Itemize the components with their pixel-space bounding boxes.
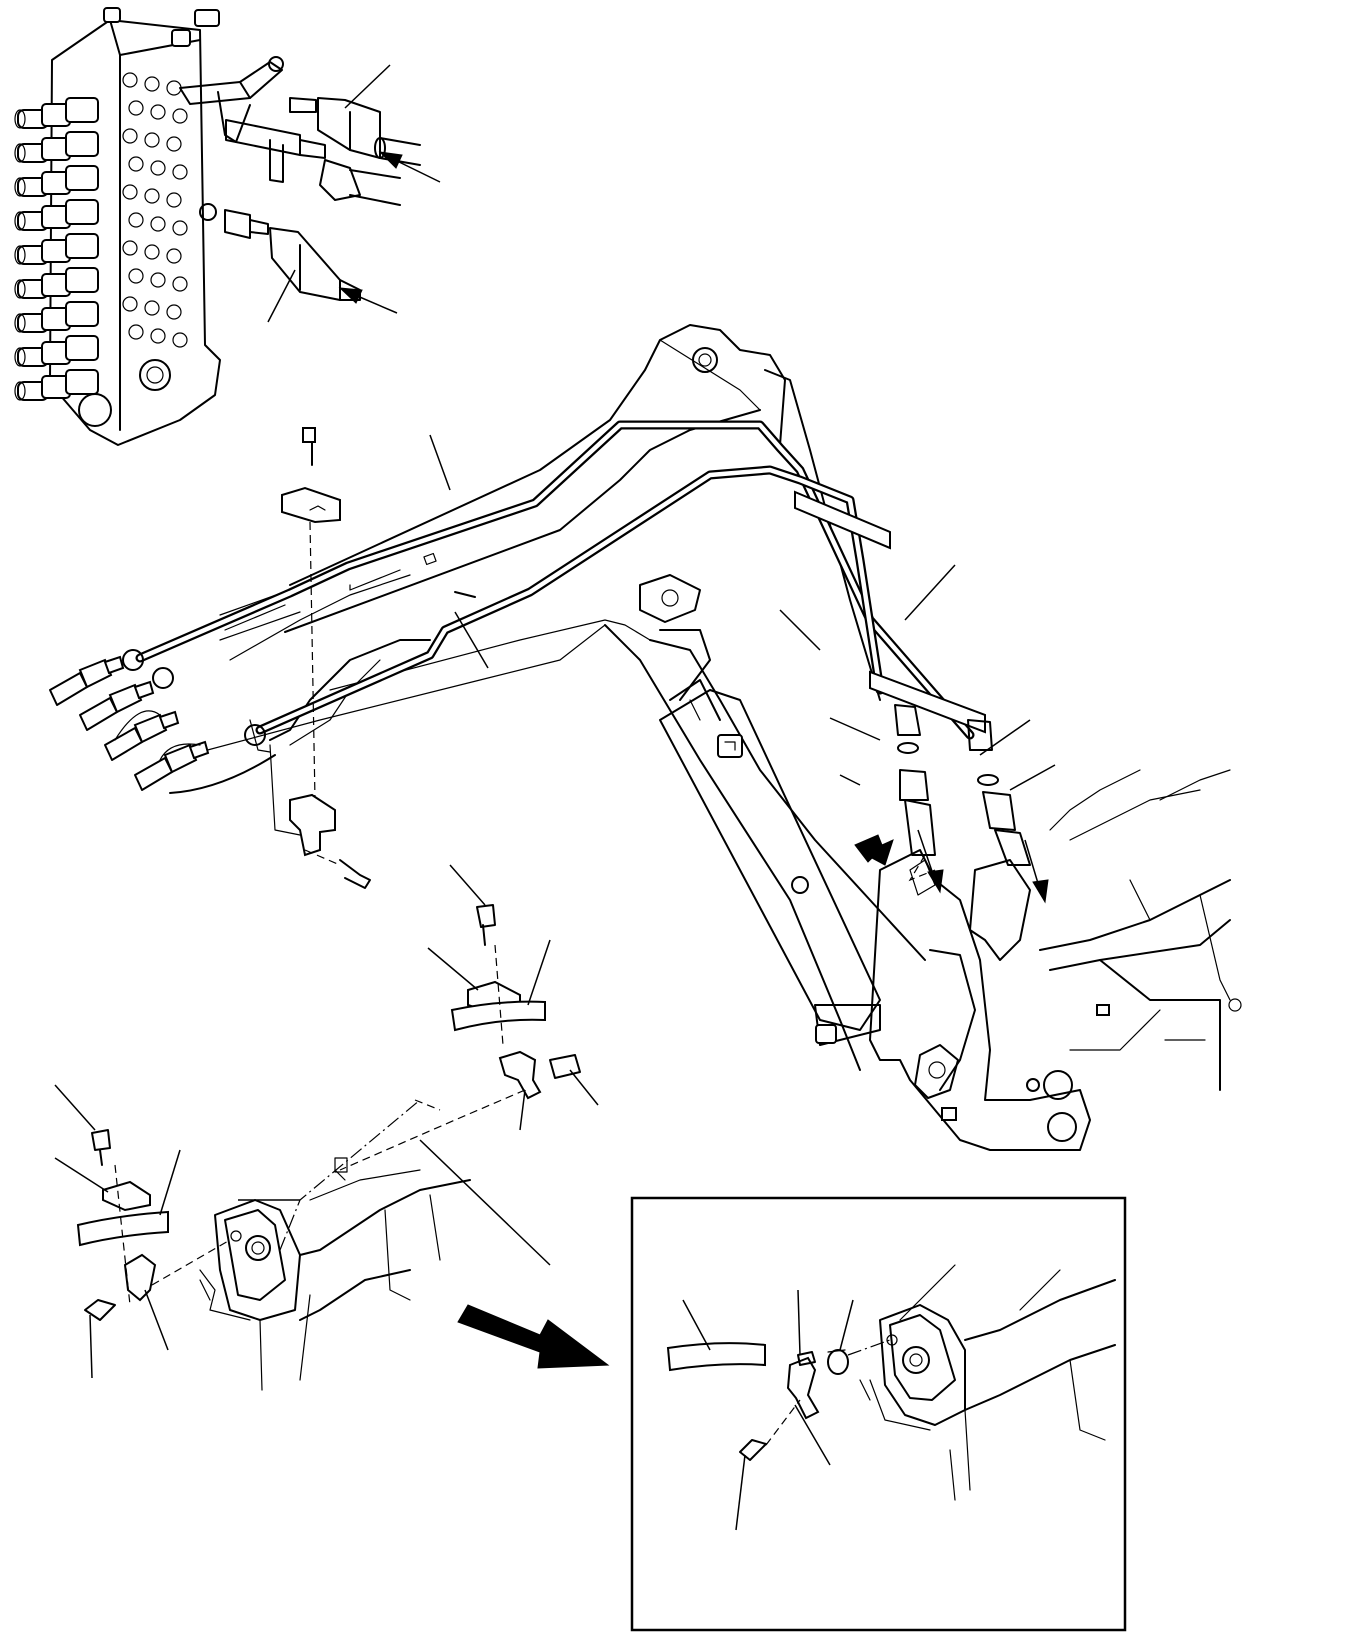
leader-line <box>1009 764 1056 791</box>
port-icon <box>122 296 138 312</box>
port-icon <box>166 304 182 320</box>
port-icon <box>122 184 138 200</box>
leader-line <box>427 947 479 991</box>
port-icon <box>172 220 188 236</box>
leader-line <box>979 719 1031 756</box>
port-icon <box>150 272 166 288</box>
port-icon <box>128 100 144 116</box>
arrow-icons <box>338 151 1049 1369</box>
hose-ends-icon <box>49 649 276 794</box>
spool-icon <box>14 199 99 231</box>
port-icon <box>172 276 188 292</box>
leader-line <box>54 1084 96 1131</box>
hose-fitting-icon <box>79 680 155 731</box>
leader-line <box>797 1289 801 1356</box>
port-icon <box>122 128 138 144</box>
spool-icon <box>14 267 99 299</box>
valve-fittings <box>179 56 421 301</box>
leader-line <box>829 717 881 741</box>
leader-line <box>449 864 486 906</box>
lower-clamp-icon <box>76 1129 231 1321</box>
leader-line <box>429 434 451 491</box>
leader-line <box>527 939 551 1006</box>
lower-bracket-icon <box>199 1099 471 1391</box>
port-icon <box>166 192 182 208</box>
port-icon <box>128 268 144 284</box>
leader-line <box>682 1299 711 1351</box>
hose-fitting-icon <box>134 740 210 791</box>
spool-icon <box>14 165 99 197</box>
hose-connection-icon <box>894 704 1031 896</box>
leader-line <box>735 1454 746 1531</box>
hose-fitting-icon <box>49 655 125 706</box>
port-icon <box>144 300 160 316</box>
port-icon <box>144 244 160 260</box>
port-icon <box>172 108 188 124</box>
leader-line <box>54 1157 109 1193</box>
control-valve-icon <box>14 7 221 446</box>
hose-fitting-icon <box>104 710 180 761</box>
leader-line <box>159 1149 181 1216</box>
port-icon <box>128 156 144 172</box>
frame-icon <box>869 769 1242 1151</box>
port-icon <box>166 80 182 96</box>
port-icon <box>172 164 188 180</box>
spool-icon <box>14 97 99 129</box>
leader-line <box>839 1299 854 1351</box>
upper-clamp-icon <box>269 427 371 889</box>
spool-icon <box>14 369 99 401</box>
port-icon <box>122 240 138 256</box>
leader-line <box>144 1289 169 1351</box>
leader-line <box>569 1069 599 1106</box>
leader-line <box>519 1089 526 1131</box>
port-icon <box>144 188 160 204</box>
leader-line <box>794 1404 831 1466</box>
port-icon <box>166 136 182 152</box>
port-icon <box>144 132 160 148</box>
spool-icon <box>14 301 99 333</box>
port-icon <box>128 212 144 228</box>
spool-icon <box>14 335 99 367</box>
port-icon <box>144 76 160 92</box>
leader-line <box>344 64 391 109</box>
detail-frame-icon <box>630 1196 1127 1632</box>
spool-icon <box>14 233 99 265</box>
mid-clamp-icon <box>334 904 581 1181</box>
boom-outline <box>169 324 881 761</box>
port-icon <box>150 104 166 120</box>
port-icon <box>150 160 166 176</box>
boom-pipe-icon <box>135 420 986 740</box>
port-icon <box>150 216 166 232</box>
leader-line <box>267 269 296 323</box>
spool-icon <box>14 131 99 163</box>
leader-line <box>904 564 956 621</box>
port-icon <box>128 324 144 340</box>
leader-line <box>89 1314 93 1379</box>
port-icon <box>172 332 188 348</box>
leader-line <box>839 774 861 786</box>
leader-line <box>779 609 821 651</box>
leader-lines <box>54 64 1056 1531</box>
port-icon <box>150 328 166 344</box>
leader-line <box>454 611 489 669</box>
port-icon <box>166 248 182 264</box>
leader-line <box>419 1139 551 1266</box>
port-icon <box>122 72 138 88</box>
boom-cylinder-icon <box>604 574 926 1071</box>
